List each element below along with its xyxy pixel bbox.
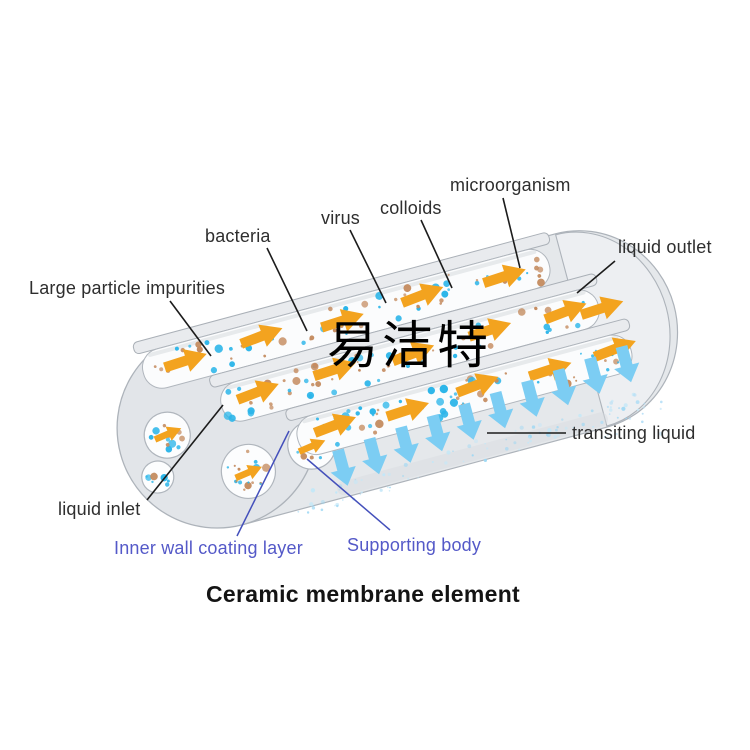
label-large-particle-impurities: Large particle impurities [29, 278, 226, 298]
diagram-title: Ceramic membrane element [206, 581, 521, 607]
brand-watermark: 易洁特 [327, 317, 493, 376]
feed-flow-arrows [153, 264, 636, 481]
label-transiting-liquid: transiting liquid [572, 423, 696, 443]
leader-virus [349, 229, 387, 304]
leader-liquid-outlet [576, 260, 616, 294]
label-supporting-body: Supporting body [347, 535, 482, 555]
label-virus: virus [321, 208, 361, 228]
label-bacteria: bacteria [205, 226, 271, 246]
membrane-tube [116, 230, 679, 529]
label-liquid-inlet: liquid inlet [58, 499, 141, 519]
leader-supporting-body [306, 458, 391, 531]
label-microorganism: microorganism [450, 175, 571, 195]
permeate-arrows [330, 344, 640, 486]
label-colloids: colloids [380, 198, 442, 218]
label-inner-wall-coating-layer: Inner wall coating layer [114, 538, 303, 558]
label-liquid-outlet: liquid outlet [618, 237, 712, 257]
leader-inner-wall [236, 430, 290, 537]
leader-bacteria [266, 247, 308, 332]
leader-large-particle [169, 300, 212, 357]
leader-colloids [420, 219, 453, 289]
leader-microorganism [502, 197, 521, 269]
leader-liquid-inlet [146, 404, 224, 501]
